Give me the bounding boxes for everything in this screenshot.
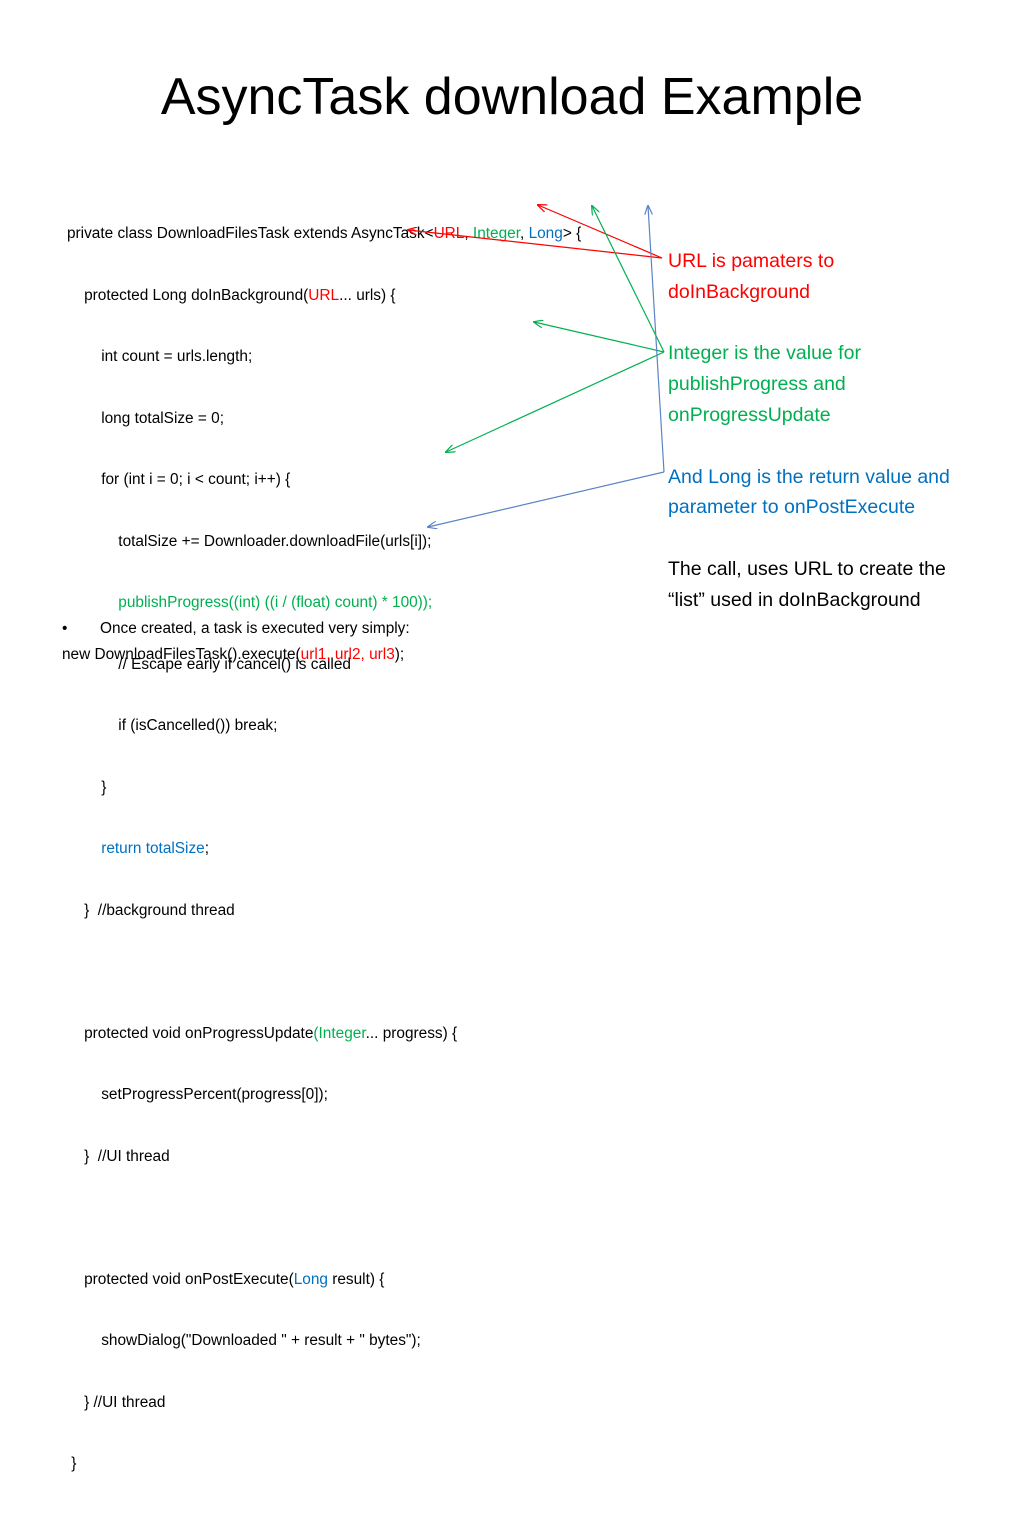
publish-progress-line: publishProgress((int) ((i / (float) coun… [67,594,433,611]
call-note: The call, uses URL to create the “list” … [668,557,946,611]
bullet-item: • Once created, a task is executed very s… [62,619,410,640]
code-line [67,962,581,983]
integer-type: Integer [472,225,520,242]
integer-param: (Integer [313,1024,366,1042]
long-note: And Long is the return value and paramet… [668,465,950,519]
return-value: totalSize [145,840,205,857]
code-line: for (int i = 0; i < count; i++) { [67,471,291,488]
code-line: protected void onProgressUpdate(Integer.… [67,1024,581,1045]
bullet-icon: • [62,620,68,637]
code-line: private class DownloadFilesTask extends … [67,224,581,245]
code-text: ... urls) { [339,286,396,304]
code-line: if (isCancelled()) break; [67,717,278,734]
code-text: ... progress) { [365,1024,458,1042]
execute-line: new DownloadFilesTask().execute(url1, ur… [62,645,404,666]
code-text: protected void onProgressUpdate [67,1024,314,1042]
code-line: return totalSize; [67,839,581,860]
code-text: protected Long doInBackground( [67,286,309,304]
code-line: int count = urls.length; [67,348,253,365]
code-text: ; [204,840,210,857]
long-type: Long [528,225,563,242]
url-note: URL is pamaters to doInBackground [668,250,835,303]
code-line: } //UI thread [67,1393,166,1411]
integer-note: Integer is the value for publishProgress… [668,342,861,426]
long-param: Long [293,1270,328,1288]
code-line: setProgressPercent(progress[0]); [67,1086,328,1103]
code-text: private class DownloadFilesTask extends … [67,225,434,242]
code-line: } //background thread [67,901,235,919]
code-line: showDialog("Downloaded " + result + " by… [67,1332,421,1349]
code-text: , [520,225,529,242]
code-line: } [67,778,107,796]
code-line: long totalSize = 0; [67,409,224,427]
long-arrow-to-type [648,206,665,473]
code-line: totalSize += Downloader.downloadFile(url… [67,532,432,550]
execute-args: url1, url2, url3 [300,646,395,663]
integer-arrow-to-type [592,206,665,353]
code-text: protected void onPostExecute( [67,1270,294,1288]
code-text: > { [562,225,582,242]
code-text: , [464,225,473,242]
slide: AsyncTask download Example private class… [62,68,968,1472]
code-line: } [67,1455,77,1472]
code-block: private class DownloadFilesTask extends … [67,183,581,1516]
code-line: } //UI thread [67,1147,170,1165]
code-text: new DownloadFilesTask().execute( [62,646,301,663]
code-text: ); [394,646,405,663]
code-line: // Escape early if cancel() is called [67,655,351,673]
bullet-text: Once created, a task is executed very si… [100,620,410,637]
return-keyword: return [67,840,146,857]
code-line: protected void onPostExecute(Long result… [67,1270,581,1291]
url-param: URL [308,286,340,304]
code-text: result) { [327,1270,385,1288]
annotation-notes: URL is pamaters to doInBackground Intege… [668,246,968,646]
code-line: protected Long doInBackground(URL... url… [67,286,581,307]
slide-title: AsyncTask download Example [160,68,864,126]
url-type: URL [433,225,465,242]
code-line [67,1208,581,1229]
